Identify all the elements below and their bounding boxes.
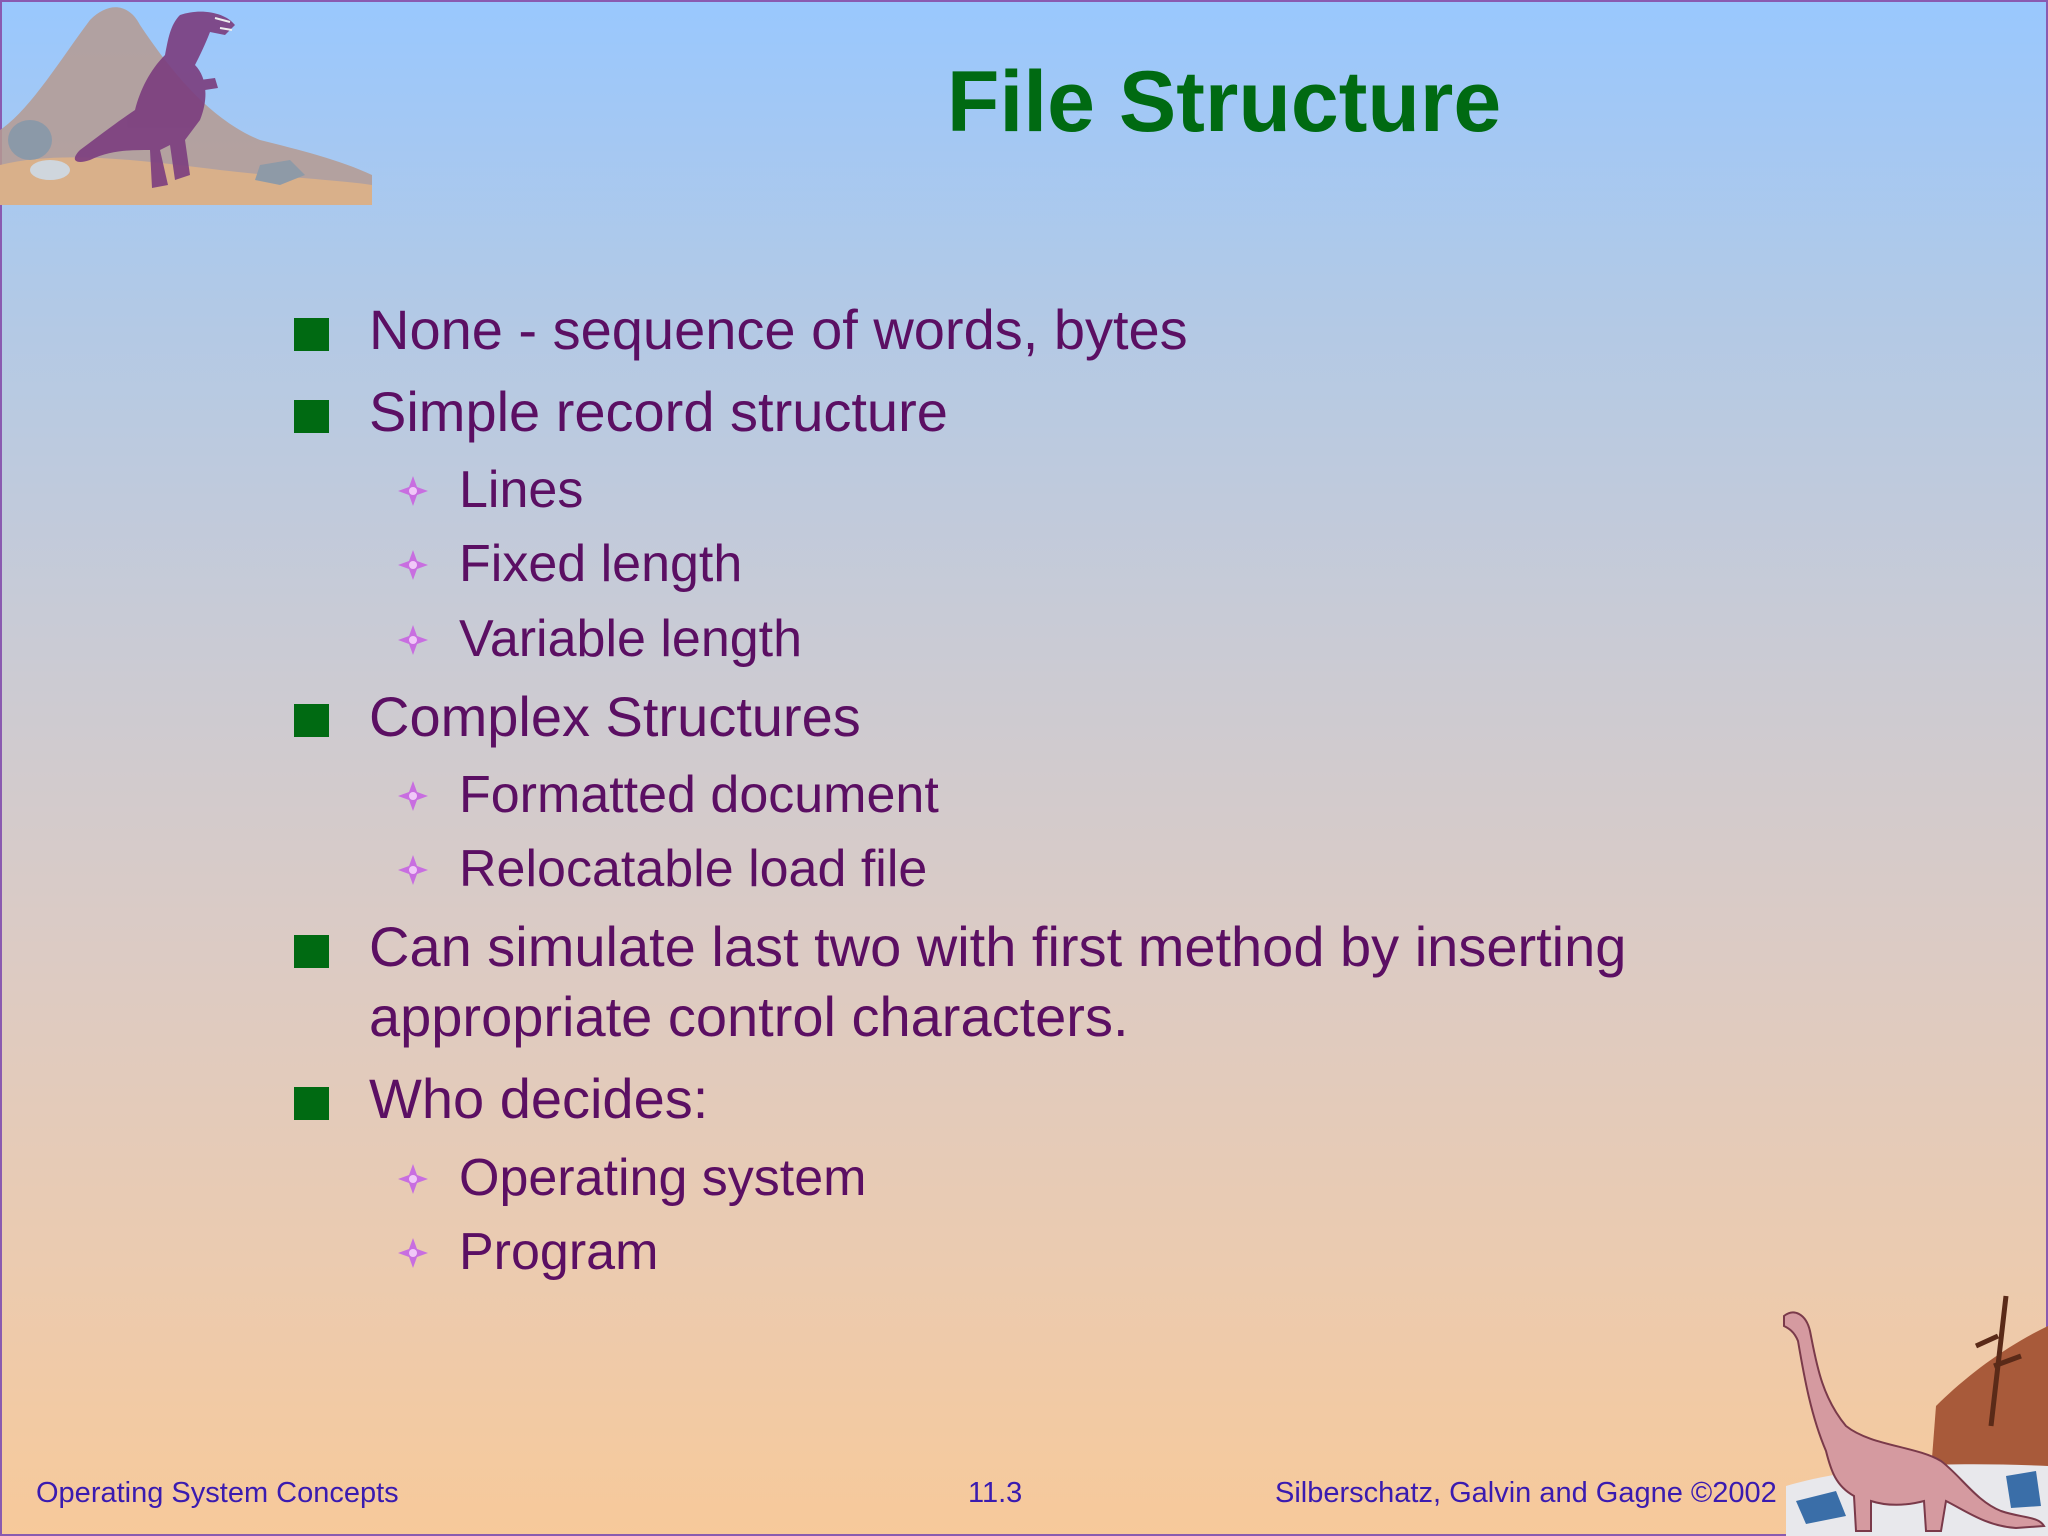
star-bullet-icon [398,550,428,580]
sub-item-text: Formatted document [459,766,939,824]
list-item-text-line2: appropriate control characters. [369,985,1129,1048]
list-item-text: Complex Structures [369,685,861,748]
footer-book-title: Operating System Concepts [36,1477,399,1509]
list-item-text-line1: Can simulate last two with first method … [369,915,1627,978]
square-bullet-icon [294,935,329,968]
footer-slide-number: 11.3 [968,1477,1023,1509]
trex-clipart [0,7,372,206]
footer-copyright: Silberschatz, Galvin and Gagne ©2002 [1275,1477,1777,1509]
list-item-text: Who decides: [369,1067,709,1130]
star-bullet-icon [398,1238,428,1268]
sub-item-text: Fixed length [459,535,743,593]
sub-item-text: Relocatable load file [459,840,928,898]
star-bullet-icon [398,1164,428,1194]
square-bullet-icon [294,318,329,351]
sub-item-text: Variable length [459,610,803,668]
star-bullet-icon [398,476,428,506]
square-bullet-icon [294,704,329,737]
sub-item-text: Program [459,1223,659,1281]
star-bullet-icon [398,781,428,811]
list-item-text: Simple record structure [369,380,948,443]
star-bullet-icon [398,625,428,655]
list-item-text: None - sequence of words, bytes [369,298,1188,361]
slide-title: File Structure [946,54,1502,150]
sub-item-text: Operating system [459,1149,867,1207]
brontosaurus-clipart [1783,1295,2048,1536]
star-bullet-icon [398,855,428,885]
sub-item-text: Lines [459,461,584,519]
square-bullet-icon [294,1087,329,1120]
square-bullet-icon [294,400,329,433]
